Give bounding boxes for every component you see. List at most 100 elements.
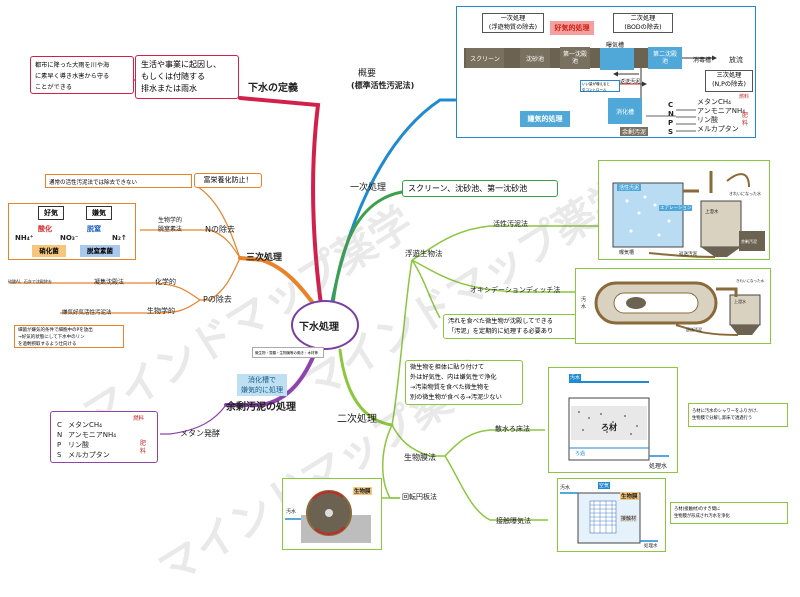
secondary-film-note-1: 微生物を担体に貼り付けて — [410, 364, 485, 371]
secondary-film-note-4: 別の微生物が食べる→汚泥少ない — [410, 394, 502, 401]
contact-note-1: ろ材(接触材)のすき間に — [674, 507, 721, 512]
illus-excess-label: 余剰汚泥 — [741, 239, 757, 244]
overview-products: メタンCH₄ アンモニアNH₄ リン酸 メルカプタン — [697, 98, 745, 134]
excess-note-2: 嫌気的に処理 — [241, 386, 283, 394]
definition-branch-label[interactable]: 下水の定義 — [248, 83, 298, 94]
excess-elements: C N P S — [57, 420, 62, 460]
secondary-sludge-note-2: 「汚泥」を定期的に処理する必要あり — [448, 328, 554, 335]
overview-product-ammonia: アンモニアNH₄ — [697, 107, 746, 115]
definition-main-3: 排水または雨水 — [141, 84, 197, 93]
branch-line-primary — [330, 190, 404, 314]
contact-note-box: ろ材(接触材)のすき間に 生物膜が形成され汚水を浄化 — [670, 502, 788, 524]
excess-branch-label[interactable]: 余剰汚泥の処理 — [226, 402, 296, 413]
tertiary-bio-note-3: を過剰摂取するよう仕向ける — [18, 342, 77, 347]
excess-element-n: N — [57, 431, 63, 439]
illus-trickling-sewage: 汚水 — [569, 374, 582, 381]
mindmap-branches — [10, 79, 600, 521]
overview-tertiary-1: 三次処理 — [716, 72, 742, 79]
tertiary-chem-note: 硫酸Al、石灰で沈殿除去 — [8, 279, 52, 284]
overview-element-c: C — [668, 101, 674, 109]
definition-sub-1: 都市に降った大雨を川や海 — [35, 62, 110, 69]
illus-contact-biofilm: 生物膜 — [620, 492, 639, 500]
definition-main-2: もしくは付随する — [141, 72, 205, 81]
definition-main-1: 生活や事業に起因し、 — [141, 60, 221, 69]
secondary-branch-label[interactable]: 二次処理 — [337, 414, 377, 425]
trickling-note-1: ろ材に汚水のシャワーをふりかけ、 — [692, 409, 761, 414]
excess-fert-1: 肥 — [140, 440, 147, 447]
n-nh4: NH₄⁺ — [15, 234, 34, 242]
definition-sub-2: に素早く導き水害から守る — [35, 73, 110, 80]
tertiary-eutro-box: 富栄養化防止！ — [194, 173, 262, 188]
excess-element-s: S — [57, 451, 62, 459]
illus-aeration-label: エアレーション — [659, 205, 693, 211]
tertiary-bio-denit-1: 生物学的 — [158, 217, 183, 224]
illus-trickling-filter-label: ろ材 — [601, 423, 617, 432]
primary-desc-box: スクリーン、沈砂池、第一沈砂池 — [402, 180, 558, 197]
secondary-floating: 浮遊生物法 — [405, 249, 443, 258]
overview-branch-label-1[interactable]: 概要 — [358, 69, 377, 79]
overview-digestion-tank: 消化槽 — [608, 98, 642, 124]
flow-discharge: 放流 — [729, 56, 743, 64]
secondary-activated: 活性汚泥法 — [493, 220, 528, 228]
excess-element-p: P — [57, 441, 62, 449]
tertiary-anox: 嫌気好気活性汚泥法 — [62, 310, 112, 316]
secondary-film: 生物膜法 — [404, 453, 436, 462]
illus-act-sludge-label: 活性汚泥 — [617, 184, 642, 191]
excess-products: メタンCH₄ アンモニアNH₄ リン酸 メルカプタン — [68, 420, 116, 460]
flow-primary-settling-text: 第一沈殿池 — [563, 51, 588, 65]
flow-secondary-settling-text: 第二沈殿池 — [652, 51, 677, 65]
excess-product-ammonia: アンモニアNH₄ — [68, 431, 117, 439]
center-node[interactable] — [291, 300, 359, 350]
primary-desc-text: スクリーン、沈砂池、第一沈砂池 — [408, 184, 528, 193]
secondary-trickling: 散水ろ床法 — [495, 425, 530, 433]
center-sub-text: 微生物・藻類・生物膜等の働き・木材等 — [255, 351, 318, 355]
flow-secondary-settling: 第二沈殿池 — [648, 47, 682, 69]
secondary-rotating: 回転円板法 — [402, 493, 437, 501]
overview-secondary-title-1: 二次処理 — [630, 15, 656, 22]
n-oxidation: 酸化 — [38, 225, 52, 233]
tertiary-eutro-note-box: 通常の活性汚泥法では除去できない — [45, 174, 192, 188]
tertiary-bio-note-1: 細菌が嫌気的条件で細胞中のPを放出 — [18, 328, 93, 333]
overview-elements: C N P S — [668, 101, 678, 137]
secondary-film-note-2: 外は好気性、内は嫌気性で浄化 — [410, 374, 497, 381]
secondary-sludge-note-box: 汚れを食べた微生物が沈殿してできる 「汚泥」を定期的に処理する必要あり — [443, 314, 581, 339]
tertiary-coag: 凝集沈殿法 — [94, 279, 125, 286]
secondary-ditch: オキシデーションディッチ法 — [470, 286, 561, 294]
n-denit: 脱窒 — [87, 225, 101, 233]
secondary-film-note-box: 微生物を担体に貼り付けて 外は好気性、内は嫌気性で浄化 →汚染物質を食べた微生物… — [405, 360, 523, 405]
flow-screen: スクリーン — [466, 48, 504, 68]
tertiary-eutro-note: 通常の活性汚泥法では除去できない — [49, 180, 138, 186]
definition-main-box: 生活や事業に起因し、 もしくは付随する 排水または雨水 — [135, 55, 239, 99]
illus-trickling-filtrate: ろ過 — [575, 451, 586, 457]
illus-contact-air: 空気 — [598, 482, 611, 489]
illus-activated-sludge: 活性汚泥 エアレーション 曝気槽 返送汚泥 上澄水 きれいになった水 余剰汚泥 — [598, 160, 770, 260]
n-aerobic-tag: 好気 — [38, 206, 64, 220]
tertiary-p-removal: Pの除去 — [203, 295, 232, 304]
illus-return-label: 返送汚泥 — [679, 252, 697, 257]
overview-primary-title-1: 一次処理 — [500, 15, 526, 22]
overview-anaerobic-label: 嫌気的処理 — [520, 111, 570, 127]
illus-oxidation-ditch: 汚 水 上澄水 きれいになった水 返送汚泥 — [575, 268, 771, 344]
secondary-film-note-3: →汚染物質を食べた微生物を — [410, 384, 490, 391]
tertiary-branch-label[interactable]: 三次処理 — [246, 253, 283, 263]
illus-ditch-clean: きれいになった水 — [736, 279, 764, 283]
overview-product-phosphate: リン酸 — [697, 116, 718, 124]
primary-branch-label[interactable]: 一次処理 — [350, 183, 387, 193]
center-sub-note: 微生物・藻類・生物膜等の働き・木材等 — [252, 347, 324, 358]
tertiary-bio-denit-2: 脱窒素法 — [158, 226, 183, 233]
flow-return-sludge: 返送汚泥 — [620, 79, 641, 85]
illus-ditch-supernatant: 上澄水 — [734, 299, 746, 304]
overview-excess-sludge: 余剰汚泥 — [620, 127, 649, 136]
illus-clean-label: きれいになった水 — [729, 191, 761, 196]
overview-secondary-title: 二次処理 (BODの除去) — [613, 13, 673, 33]
illus-contact-mat: 接触材 — [620, 515, 638, 522]
n-n2: N₂↑ — [112, 234, 127, 242]
n-nitrifier-tag: 硝化菌 — [32, 245, 66, 257]
illus-ditch-return: 返送汚泥 — [686, 327, 702, 332]
excess-fuel: 燃料 — [133, 416, 145, 422]
excess-product-mercaptan: メルカプタン — [68, 451, 110, 459]
flow-grit-chamber: 沈砂池 — [520, 48, 550, 68]
overview-element-p: P — [668, 119, 674, 127]
flow-disinfection: 消毒槽 — [693, 57, 712, 64]
excess-element-c: C — [57, 421, 62, 429]
